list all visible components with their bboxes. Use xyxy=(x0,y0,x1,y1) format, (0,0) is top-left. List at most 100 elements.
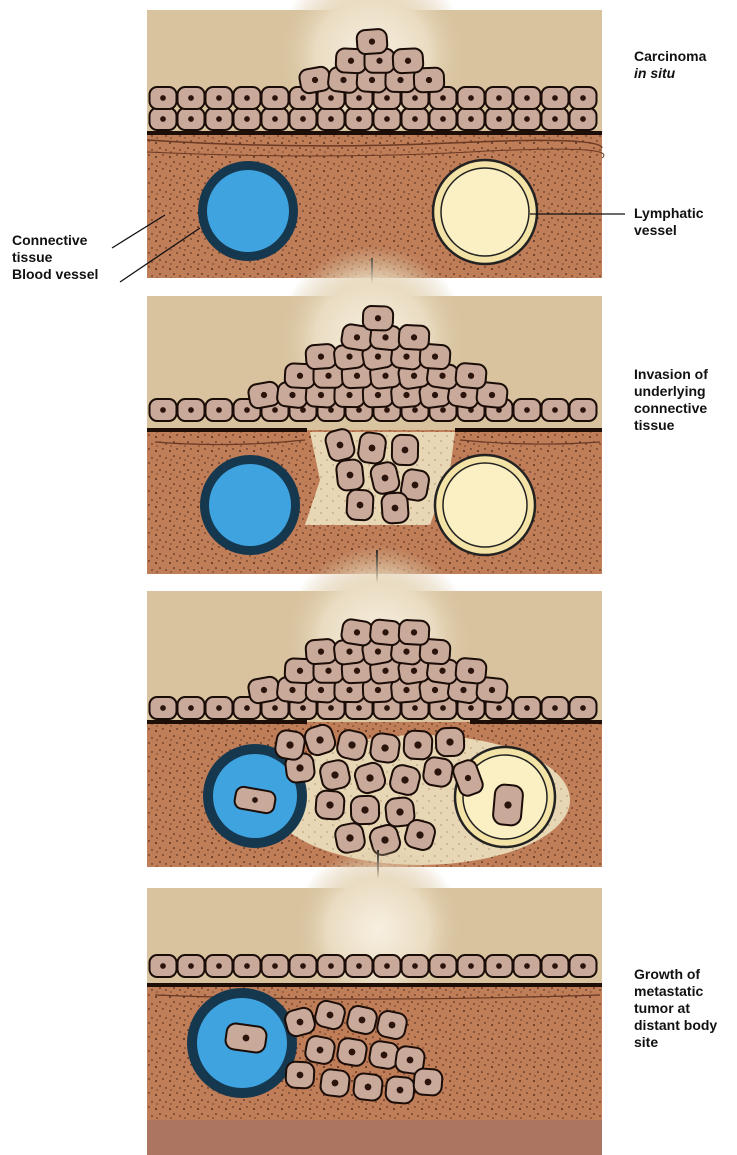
panel-intravasation xyxy=(147,545,602,867)
panel-metastatic-growth xyxy=(147,845,602,1155)
cell xyxy=(290,955,317,977)
cell xyxy=(346,108,373,130)
cell xyxy=(381,492,409,524)
cell xyxy=(374,955,401,977)
cell xyxy=(318,108,345,130)
cell xyxy=(430,108,457,130)
cell xyxy=(150,955,177,977)
label-connective-tissue: Connective tissue xyxy=(12,232,87,266)
cell xyxy=(285,1061,314,1088)
cell xyxy=(305,344,337,370)
cell xyxy=(150,108,177,130)
cell xyxy=(336,1037,368,1067)
cell xyxy=(542,399,569,421)
cell xyxy=(178,399,205,421)
lymphatic-vessel xyxy=(433,160,537,264)
cell xyxy=(178,697,205,719)
cell xyxy=(305,639,337,665)
cell xyxy=(247,381,281,410)
cell xyxy=(458,87,485,109)
cell xyxy=(340,618,373,646)
cell xyxy=(178,87,205,109)
cell xyxy=(492,784,523,826)
label-lymphatic-vessel: Lymphatic vessel xyxy=(634,205,704,239)
label-carcinoma-in-situ: Carcinoma in situ xyxy=(634,48,706,82)
cell xyxy=(247,676,281,705)
cell xyxy=(178,955,205,977)
cell xyxy=(224,1022,267,1053)
cell xyxy=(234,955,261,977)
cell xyxy=(403,730,432,759)
cell xyxy=(234,87,261,109)
cell xyxy=(458,955,485,977)
cell xyxy=(392,48,423,74)
cell xyxy=(274,729,306,761)
cell xyxy=(206,87,233,109)
cell xyxy=(363,306,394,331)
label-invasion: Invasion of underlying connective tissue xyxy=(634,366,708,434)
cell xyxy=(458,108,485,130)
cell xyxy=(398,620,429,646)
cell xyxy=(206,955,233,977)
cell xyxy=(402,108,429,130)
cell xyxy=(262,955,289,977)
cell xyxy=(178,108,205,130)
cell xyxy=(455,658,487,685)
cell xyxy=(430,955,457,977)
cell xyxy=(262,87,289,109)
cell xyxy=(542,697,569,719)
panel-invasion xyxy=(147,245,602,574)
cell xyxy=(413,1068,443,1096)
cell xyxy=(315,790,345,820)
cell xyxy=(570,697,597,719)
cell xyxy=(486,108,513,130)
cell xyxy=(514,955,541,977)
cell xyxy=(486,955,513,977)
cell xyxy=(392,435,419,465)
cell xyxy=(514,108,541,130)
panel-carcinoma-in-situ xyxy=(112,0,625,282)
cell xyxy=(320,1068,351,1097)
blood-vessel xyxy=(198,161,298,261)
cell xyxy=(206,108,233,130)
cell xyxy=(298,66,332,95)
cell xyxy=(290,108,317,130)
cell xyxy=(514,399,541,421)
cell xyxy=(570,399,597,421)
cell xyxy=(357,431,387,464)
cell xyxy=(150,87,177,109)
cell xyxy=(356,29,388,55)
cell xyxy=(351,796,379,824)
cell xyxy=(369,619,401,646)
cell xyxy=(542,87,569,109)
cell xyxy=(318,758,351,791)
cell xyxy=(436,728,465,757)
cell xyxy=(206,697,233,719)
cell xyxy=(318,955,345,977)
label-metastatic-growth: Growth of metastatic tumor at distant bo… xyxy=(634,966,717,1051)
cell xyxy=(353,1073,384,1102)
cell xyxy=(234,108,261,130)
cell xyxy=(422,756,454,788)
cell xyxy=(486,87,513,109)
cell xyxy=(150,399,177,421)
cell xyxy=(304,1035,336,1066)
cell xyxy=(514,697,541,719)
cell xyxy=(402,955,429,977)
cell xyxy=(336,459,365,492)
cell xyxy=(206,399,233,421)
cell xyxy=(374,108,401,130)
cell xyxy=(570,955,597,977)
cell xyxy=(369,732,401,764)
cell xyxy=(398,325,429,351)
deep-tissue-band xyxy=(147,1120,602,1155)
cell xyxy=(570,108,597,130)
cell xyxy=(262,108,289,130)
cell xyxy=(455,363,487,390)
cell xyxy=(514,87,541,109)
cell xyxy=(570,87,597,109)
cell xyxy=(542,955,569,977)
label-blood-vessel: Blood vessel xyxy=(12,266,98,283)
cell xyxy=(346,489,374,520)
